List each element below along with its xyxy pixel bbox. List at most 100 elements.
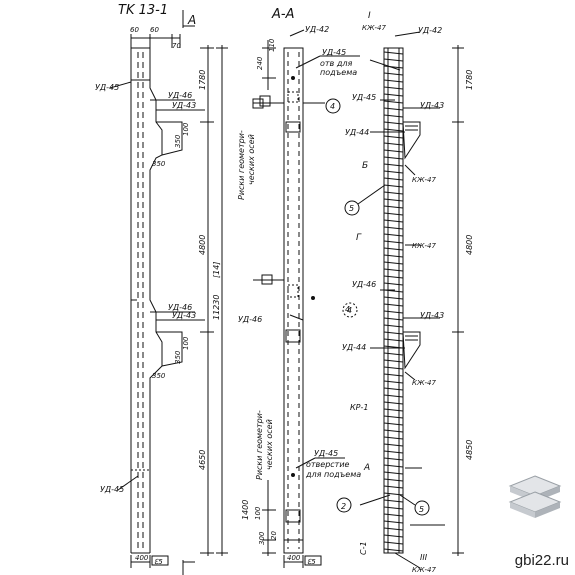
stirrup xyxy=(383,240,404,244)
mark-3-sub: КЖ-47 xyxy=(412,379,436,387)
stirrup xyxy=(383,72,404,76)
marker-5-top: 5 xyxy=(349,204,354,213)
stirrup xyxy=(383,198,404,202)
mid-tag-ud46: УД-46 xyxy=(238,315,262,324)
stirrup xyxy=(383,191,404,195)
mark-3: III xyxy=(420,553,428,562)
stirrup xyxy=(383,107,404,111)
stirrup xyxy=(383,380,404,384)
marker-4-top: 4 xyxy=(330,102,335,111)
right-tag-ud42: УД-42 xyxy=(418,26,442,35)
note-hole2-a: отверстие xyxy=(306,460,350,469)
dim-60-b: 60 xyxy=(150,26,159,34)
stirrup xyxy=(383,548,404,552)
section-arrow-a xyxy=(182,10,195,575)
stirrup xyxy=(383,429,404,433)
stirrup xyxy=(383,303,404,307)
right-consoles xyxy=(402,121,421,370)
tag-ud43-mid: УД-43 xyxy=(172,311,196,320)
stirrup xyxy=(383,296,404,300)
stirrup xyxy=(383,121,404,125)
stirrup xyxy=(383,331,404,335)
cage-stirrups xyxy=(383,51,404,552)
stirrup xyxy=(383,93,404,97)
axis-note-a: Риски геометри- xyxy=(237,130,246,200)
mark-b: Б xyxy=(362,161,368,171)
stirrup xyxy=(383,506,404,510)
stirrup xyxy=(383,79,404,83)
marker-5-bot: 5 xyxy=(419,505,424,514)
stirrup xyxy=(383,527,404,531)
stirrup xyxy=(383,114,404,118)
tag-ud46-top: УД-46 xyxy=(168,91,192,100)
stirrup xyxy=(383,450,404,454)
tag-ud45-top: УД-45 xyxy=(95,83,119,92)
dim-4650: 4650 xyxy=(198,450,207,470)
tag-c1: С-1 xyxy=(359,541,368,555)
stirrup xyxy=(383,324,404,328)
dim-240: 240 xyxy=(256,56,264,70)
stirrup xyxy=(383,226,404,230)
dim-11230: 11230 xyxy=(212,295,221,320)
tag-ud43-top: УД-43 xyxy=(172,101,196,110)
stirrup xyxy=(383,170,404,174)
dim-110: 110 xyxy=(268,38,276,52)
stirrup xyxy=(383,471,404,475)
mark-1-sub: КЖ-47 xyxy=(362,24,386,32)
dim-1400: 1400 xyxy=(241,500,250,520)
stirrup xyxy=(383,387,404,391)
stirrup xyxy=(383,436,404,440)
stirrup xyxy=(383,163,404,167)
right-marker-4: 4 xyxy=(345,305,350,314)
stirrup xyxy=(383,86,404,90)
mark-a: А xyxy=(363,463,370,473)
stirrup xyxy=(383,128,404,132)
stirrup xyxy=(383,184,404,188)
mark-g: Г xyxy=(356,233,362,243)
stirrup xyxy=(383,135,404,139)
stirrup xyxy=(383,478,404,482)
stirrup xyxy=(383,534,404,538)
left-title: TK 13-1 xyxy=(118,3,168,18)
mark-2-sub: КЖ-47 xyxy=(412,176,436,184)
dim-300: 300 xyxy=(258,531,266,545)
stirrup xyxy=(383,408,404,412)
right-tag-ud44-top: УД-44 xyxy=(345,128,369,137)
tag-kr1: КР-1 xyxy=(350,403,368,412)
stirrup xyxy=(383,394,404,398)
stirrup xyxy=(383,275,404,279)
mid-tag-ud45-a: УД-45 xyxy=(322,48,346,57)
mark-1: I xyxy=(368,11,371,21)
mark-3b-sub: КЖ-47 xyxy=(412,566,436,574)
left-top-dimensions xyxy=(130,34,181,48)
stirrup xyxy=(383,443,404,447)
mid-dimensions xyxy=(252,40,325,568)
stirrup xyxy=(383,499,404,503)
note-hole-b: подъема xyxy=(320,68,357,77)
left-vertical-dimension-line xyxy=(200,45,228,556)
dim-400-mid: 400 xyxy=(287,554,301,562)
stirrup xyxy=(383,338,404,342)
left-view-labels: TK 13-1 A 60 60 70 УД-45 УД-46 УД-43 178… xyxy=(95,3,221,566)
right-tag-ud43-top: УД-43 xyxy=(420,101,444,110)
dim-14: [14] xyxy=(212,262,221,278)
dim-frame-mid: ℇ5 xyxy=(307,558,316,566)
mark-g2-sub: КЖ-47 xyxy=(412,242,436,250)
stirrup xyxy=(383,492,404,496)
stirrup xyxy=(383,156,404,160)
right-tag-ud44-mid: УД-44 xyxy=(342,343,366,352)
stirrup xyxy=(383,100,404,104)
note-hole-a: отв для xyxy=(320,59,352,68)
mid-leaders xyxy=(289,29,360,469)
axis-note2-a: Риски геометри- xyxy=(255,410,264,480)
stirrup xyxy=(383,485,404,489)
right-tag-ud43-mid: УД-43 xyxy=(420,311,444,320)
stirrup xyxy=(383,317,404,321)
stirrup xyxy=(383,310,404,314)
right-leaders xyxy=(336,31,445,569)
stirrup xyxy=(383,282,404,286)
dim-4800: 4800 xyxy=(198,235,207,255)
dim-100-a: 100 xyxy=(182,122,190,136)
stirrup xyxy=(383,247,404,251)
